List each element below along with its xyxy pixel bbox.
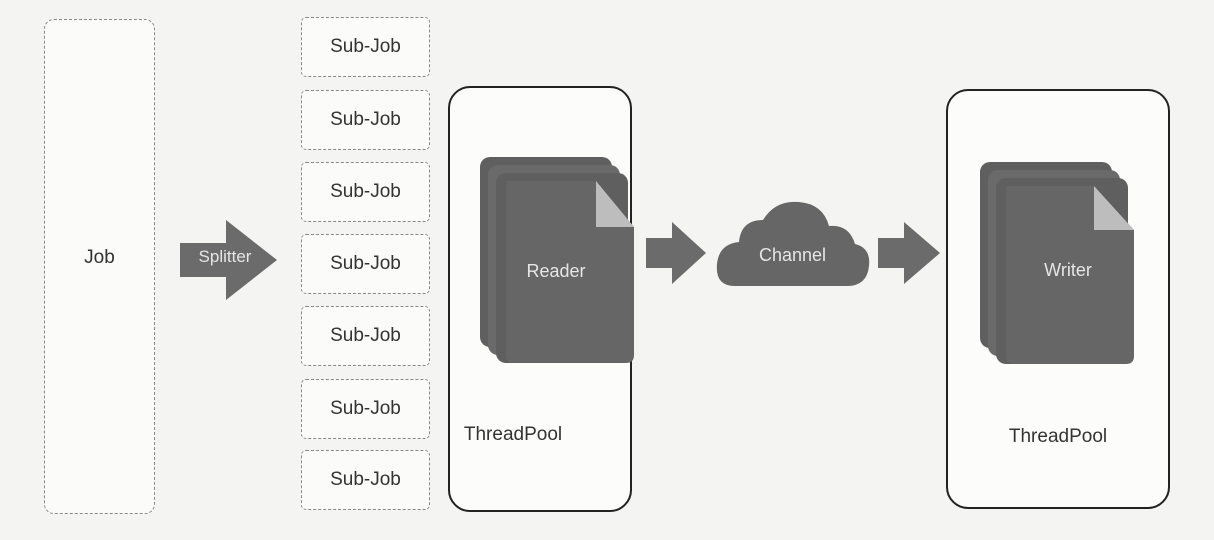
arrow-channel-to-writer-shape <box>878 222 940 284</box>
splitter-arrow-shape <box>180 220 277 300</box>
sub-job-4: Sub-Job <box>301 234 430 294</box>
sub-job-6: Sub-Job <box>301 379 430 439</box>
writer-doc-fold <box>1094 186 1134 230</box>
reader-label: Reader <box>526 261 586 281</box>
channel-cloud-shape <box>716 201 870 286</box>
sub-job-7: Sub-Job <box>301 450 430 510</box>
writer-documents-icon <box>980 162 1134 364</box>
splitter-arrow <box>180 220 277 300</box>
arrow-reader-to-channel-shape <box>646 222 706 284</box>
splitter-label: Splitter <box>198 247 252 266</box>
sub-job-5: Sub-Job <box>301 306 430 366</box>
job-label: Job <box>84 247 115 268</box>
sub-job-1: Sub-Job <box>301 17 430 77</box>
writer-threadpool-label: ThreadPool <box>1008 426 1108 447</box>
arrow-reader-to-channel <box>646 222 706 284</box>
channel-cloud-icon <box>716 201 870 286</box>
channel-label: Channel <box>758 245 827 265</box>
arrow-channel-to-writer <box>878 222 940 284</box>
sub-job-2: Sub-Job <box>301 90 430 150</box>
reader-doc-fold <box>596 181 634 227</box>
writer-doc-front <box>1006 186 1134 364</box>
reader-threadpool-label: ThreadPool <box>463 424 563 445</box>
sub-job-3: Sub-Job <box>301 162 430 222</box>
reader-documents-icon <box>480 157 634 363</box>
job-box-full <box>44 19 155 514</box>
writer-label: Writer <box>1044 260 1092 280</box>
